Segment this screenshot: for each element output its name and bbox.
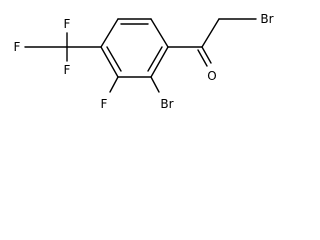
- bond-c5-br: [150, 76, 160, 93]
- atom-label-o: O: [207, 69, 216, 83]
- bond-carbonyl-o-second: [197, 49, 208, 67]
- atom-label-cf3-top: F: [64, 17, 71, 31]
- substituent-bonds: [24, 18, 257, 93]
- ring-bond-c2-c3: [100, 18, 119, 48]
- atom-label-f-ring: F: [101, 97, 108, 111]
- bond-c4-f: [109, 76, 119, 93]
- ring-bond-c6-c1: [150, 18, 169, 48]
- ring-bond-c5-c6: [150, 46, 169, 78]
- atom-label-cf3-left: F: [14, 40, 21, 54]
- atom-label-br-top: Br: [260, 12, 273, 26]
- atom-label-br-ring: Br: [160, 97, 173, 111]
- ring-bond-c3-c4-inner: [106, 46, 122, 72]
- benzene-ring: [100, 18, 169, 78]
- ring-bond-c3-c4: [100, 46, 119, 78]
- atom-labels: Br O Br F F F F: [14, 12, 274, 111]
- bond-carbonyl-o: [201, 46, 212, 64]
- ring-bond-c5-c6-inner: [147, 46, 163, 72]
- molecule-structure: Br O Br F F F F: [14, 12, 274, 111]
- bond-carbonyl-ch2: [201, 18, 220, 48]
- atom-label-cf3-bottom: F: [64, 63, 71, 77]
